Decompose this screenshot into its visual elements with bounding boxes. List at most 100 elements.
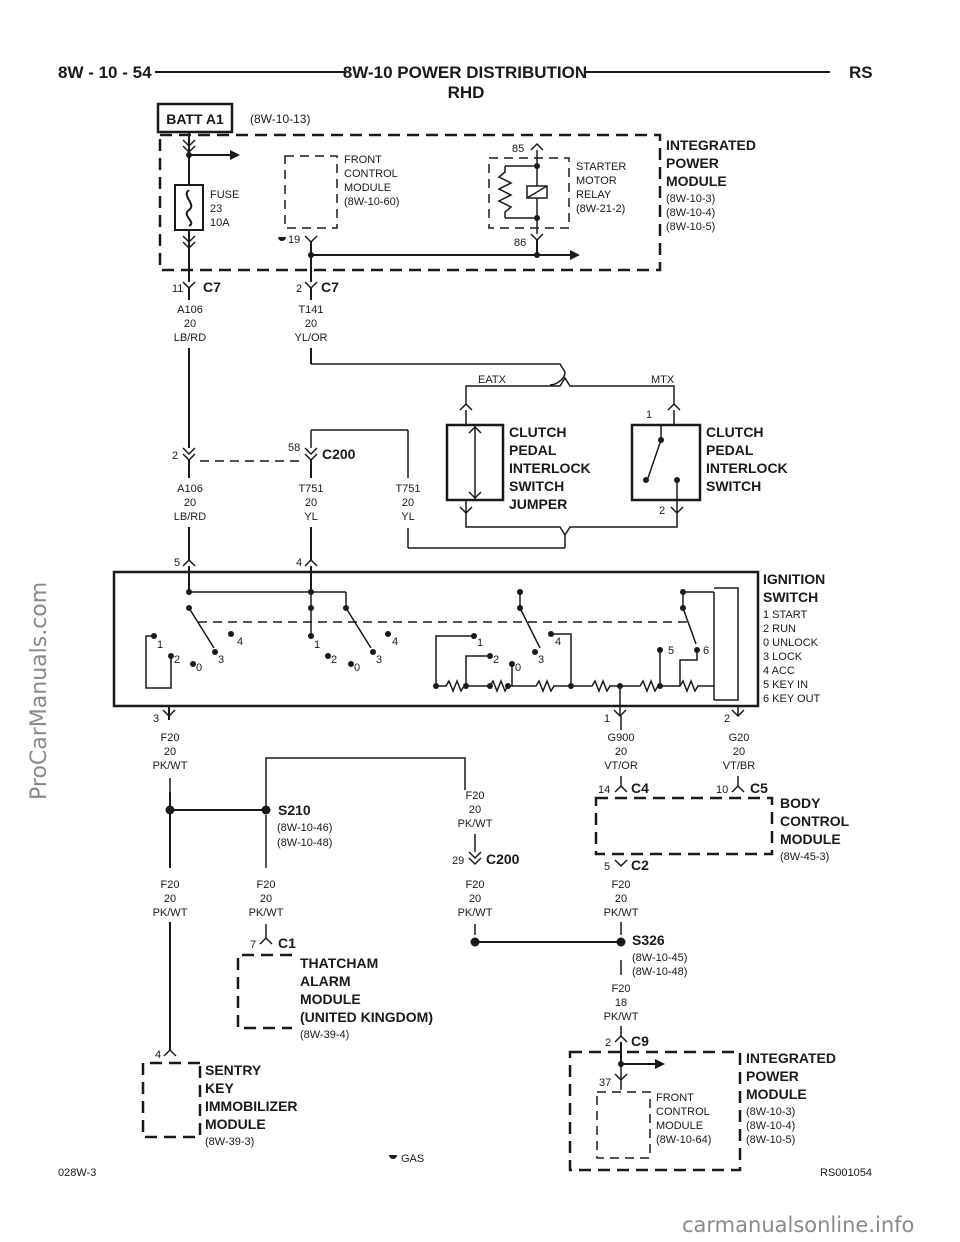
wire-g20-label: G20 20 VT/BR — [723, 732, 755, 772]
svg-text:18: 18 — [615, 997, 627, 1009]
wire-a106-label: A106 20 LB/RD — [174, 304, 206, 344]
svg-text:PK/WT: PK/WT — [249, 907, 284, 919]
clutch-switch-box — [630, 423, 702, 502]
svg-text:F20: F20 — [161, 732, 180, 744]
wire-g900-label: G900 20 VT/OR — [604, 732, 638, 772]
svg-text:2: 2 — [174, 654, 180, 666]
ipm-top-box — [158, 133, 662, 272]
c7-pin-2: 2 — [296, 283, 302, 295]
ign-pin-5: 5 — [174, 557, 180, 569]
svg-text:MODULE: MODULE — [205, 1116, 266, 1132]
svg-text:PK/WT: PK/WT — [604, 907, 639, 919]
svg-text:20: 20 — [305, 318, 317, 330]
watermark-left: ProCarManuals.com — [27, 582, 52, 800]
svg-text:IMMOBILIZER: IMMOBILIZER — [205, 1098, 298, 1114]
svg-text:PEDAL: PEDAL — [509, 442, 557, 458]
svg-text:MODULE: MODULE — [656, 1120, 703, 1132]
wire-f20d-label: F20 20 PK/WT — [249, 879, 284, 919]
c7-label-a: C7 — [203, 279, 221, 295]
svg-text:RELAY: RELAY — [576, 189, 612, 201]
svg-text:(8W-45-3): (8W-45-3) — [780, 851, 829, 863]
s326-label: S326 — [632, 932, 665, 948]
svg-text:G900: G900 — [608, 732, 635, 744]
svg-text:5: 5 — [668, 645, 674, 657]
svg-text:2 RUN: 2 RUN — [763, 623, 796, 635]
wire-f20f-label: F20 20 PK/WT — [604, 879, 639, 919]
svg-text:10A: 10A — [210, 217, 230, 229]
c9-label: C9 — [631, 1033, 649, 1049]
c200-pin-2: 2 — [172, 450, 178, 462]
svg-text:20: 20 — [184, 497, 196, 509]
footer-center: GAS — [401, 1153, 424, 1165]
page-subtitle: RHD — [448, 83, 485, 102]
svg-text:INTERLOCK: INTERLOCK — [509, 460, 591, 476]
svg-text:20: 20 — [260, 893, 272, 905]
wire-t141-label: T141 20 YL/OR — [294, 304, 327, 344]
c2-label: C2 — [631, 857, 649, 873]
jumper-label: CLUTCH PEDAL INTERLOCK SWITCH JUMPER — [509, 424, 591, 512]
svg-text:MOTOR: MOTOR — [576, 175, 617, 187]
option-mtx: MTX — [651, 374, 675, 386]
svg-text:0: 0 — [196, 662, 202, 674]
relay-pin-86: 86 — [514, 237, 526, 249]
svg-text:YL/OR: YL/OR — [294, 332, 327, 344]
svg-text:MODULE: MODULE — [344, 182, 391, 194]
c4-label: C4 — [631, 780, 649, 796]
svg-text:(UNITED KINGDOM): (UNITED KINGDOM) — [300, 1009, 433, 1025]
fuse-23-icon — [174, 184, 204, 231]
bcm-box — [594, 796, 774, 856]
svg-text:INTERLOCK: INTERLOCK — [706, 460, 788, 476]
svg-text:FRONT: FRONT — [656, 1092, 694, 1104]
svg-text:T751: T751 — [395, 483, 420, 495]
svg-text:20: 20 — [305, 497, 317, 509]
svg-text:FUSE: FUSE — [210, 189, 239, 201]
svg-text:SENTRY: SENTRY — [205, 1062, 262, 1078]
svg-text:1: 1 — [157, 639, 163, 651]
svg-text:20: 20 — [164, 746, 176, 758]
svg-text:(8W-39-3): (8W-39-3) — [205, 1136, 254, 1148]
starter-relay-box — [488, 157, 570, 229]
svg-text:2: 2 — [331, 654, 337, 666]
svg-text:CONTROL: CONTROL — [344, 168, 398, 180]
svg-text:CLUTCH: CLUTCH — [706, 424, 764, 440]
svg-text:CONTROL: CONTROL — [780, 813, 850, 829]
svg-text:PK/WT: PK/WT — [458, 818, 493, 830]
svg-text:4: 4 — [555, 636, 561, 648]
c2-pin: 5 — [604, 861, 610, 873]
svg-text:PK/WT: PK/WT — [604, 1011, 639, 1023]
ipm-bottom-pin: 37 — [599, 1077, 611, 1089]
svg-text:T751: T751 — [298, 483, 323, 495]
skim-pin: 4 — [155, 1049, 161, 1061]
svg-text:(8W-10-64): (8W-10-64) — [656, 1134, 711, 1146]
svg-text:POWER: POWER — [746, 1068, 799, 1084]
svg-text:VT/OR: VT/OR — [604, 760, 638, 772]
svg-text:KEY: KEY — [205, 1080, 234, 1096]
gas-engine-icon — [389, 1155, 397, 1159]
svg-text:PK/WT: PK/WT — [153, 760, 188, 772]
c5-label: C5 — [750, 780, 768, 796]
svg-text:VT/BR: VT/BR — [723, 760, 755, 772]
c5-pin: 10 — [716, 784, 728, 796]
wire-f20g-label: F20 18 PK/WT — [604, 983, 639, 1023]
footer-left: 028W-3 — [58, 1167, 96, 1179]
svg-text:IGNITION: IGNITION — [763, 571, 825, 587]
svg-text:3: 3 — [376, 654, 382, 666]
wire-f20e-label: F20 20 PK/WT — [458, 879, 493, 919]
svg-text:MODULE: MODULE — [780, 831, 841, 847]
fcm-top-pin: 19 — [288, 234, 300, 246]
svg-text:4: 4 — [237, 636, 243, 648]
svg-text:POWER: POWER — [666, 155, 719, 171]
svg-text:(8W-10-5): (8W-10-5) — [746, 1134, 795, 1146]
batt-ref: (8W-10-13) — [250, 112, 310, 126]
c1-label: C1 — [278, 935, 296, 951]
svg-text:5 KEY IN: 5 KEY IN — [763, 679, 808, 691]
svg-text:4: 4 — [392, 636, 398, 648]
svg-text:BODY: BODY — [780, 795, 821, 811]
clutch-switch-pin-1: 1 — [646, 409, 652, 421]
svg-text:(8W-10-60): (8W-10-60) — [344, 196, 399, 208]
svg-text:(8W-21-2): (8W-21-2) — [576, 203, 625, 215]
svg-text:1 START: 1 START — [763, 609, 807, 621]
svg-text:G20: G20 — [729, 732, 750, 744]
svg-text:PK/WT: PK/WT — [153, 907, 188, 919]
